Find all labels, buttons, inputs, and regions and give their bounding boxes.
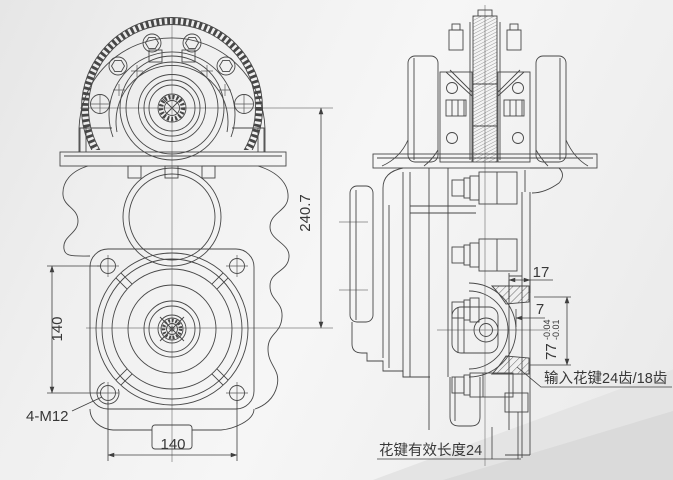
gearbox-body-front: [62, 165, 290, 450]
dim-240-7: 240.7: [297, 107, 324, 329]
callout-4-m12: 4-M12: [26, 396, 103, 425]
gear-housing-bolts: [90, 33, 254, 114]
front-view: 140 140 4-M12 240.7: [26, 17, 333, 462]
input-spline-label: 输入花键24齿/18齿: [544, 370, 667, 387]
dim-77: 77 -0.04 -0.01: [530, 296, 571, 366]
thread-callout-label: 4-M12: [26, 408, 69, 425]
gear-housing: [78, 17, 266, 161]
dim-17-label: 17: [533, 264, 550, 281]
dim-77-tol-lower: -0.01: [551, 319, 561, 340]
dim-7: 7: [515, 301, 545, 327]
output-flange-plate: [89, 248, 255, 410]
dim-77-value: 77: [543, 343, 560, 360]
gear-crosshatch: [472, 15, 498, 163]
mounting-flange-front: [59, 151, 287, 179]
output-spline-teeth: [161, 318, 183, 340]
side-bolts: [451, 171, 518, 398]
output-dome: [449, 282, 530, 427]
dim-140v-label: 140: [49, 316, 66, 341]
dim-140h-label: 140: [160, 436, 185, 453]
front-centerlines: [80, 18, 333, 462]
section-hatch-bottom: [490, 355, 530, 375]
dim-17: 17: [508, 264, 553, 299]
callout-input-spline: 输入花键24齿/18齿: [516, 366, 672, 388]
gear-section: [381, 9, 589, 167]
dim-7-label: 7: [536, 301, 544, 318]
input-spline-teeth: [158, 94, 186, 122]
dim-77-tol-upper: -0.04: [542, 319, 552, 340]
section-hatch-top: [490, 285, 530, 305]
callout-spline-length: 花键有效长度24: [377, 412, 521, 460]
side-view: 17 7 77 -0.04 -0.01 输入花键24齿/18齿: [339, 5, 672, 466]
dim-horizontal-140: 140: [107, 400, 238, 461]
spline-length-label: 花键有效长度24: [379, 442, 482, 459]
body-section: [349, 167, 563, 458]
dim-240-7-label: 240.7: [297, 194, 314, 232]
side-centerlines: [339, 5, 548, 466]
dim-vertical-140: 140: [47, 265, 101, 394]
dim-77-label-group: 77 -0.04 -0.01: [542, 319, 561, 360]
